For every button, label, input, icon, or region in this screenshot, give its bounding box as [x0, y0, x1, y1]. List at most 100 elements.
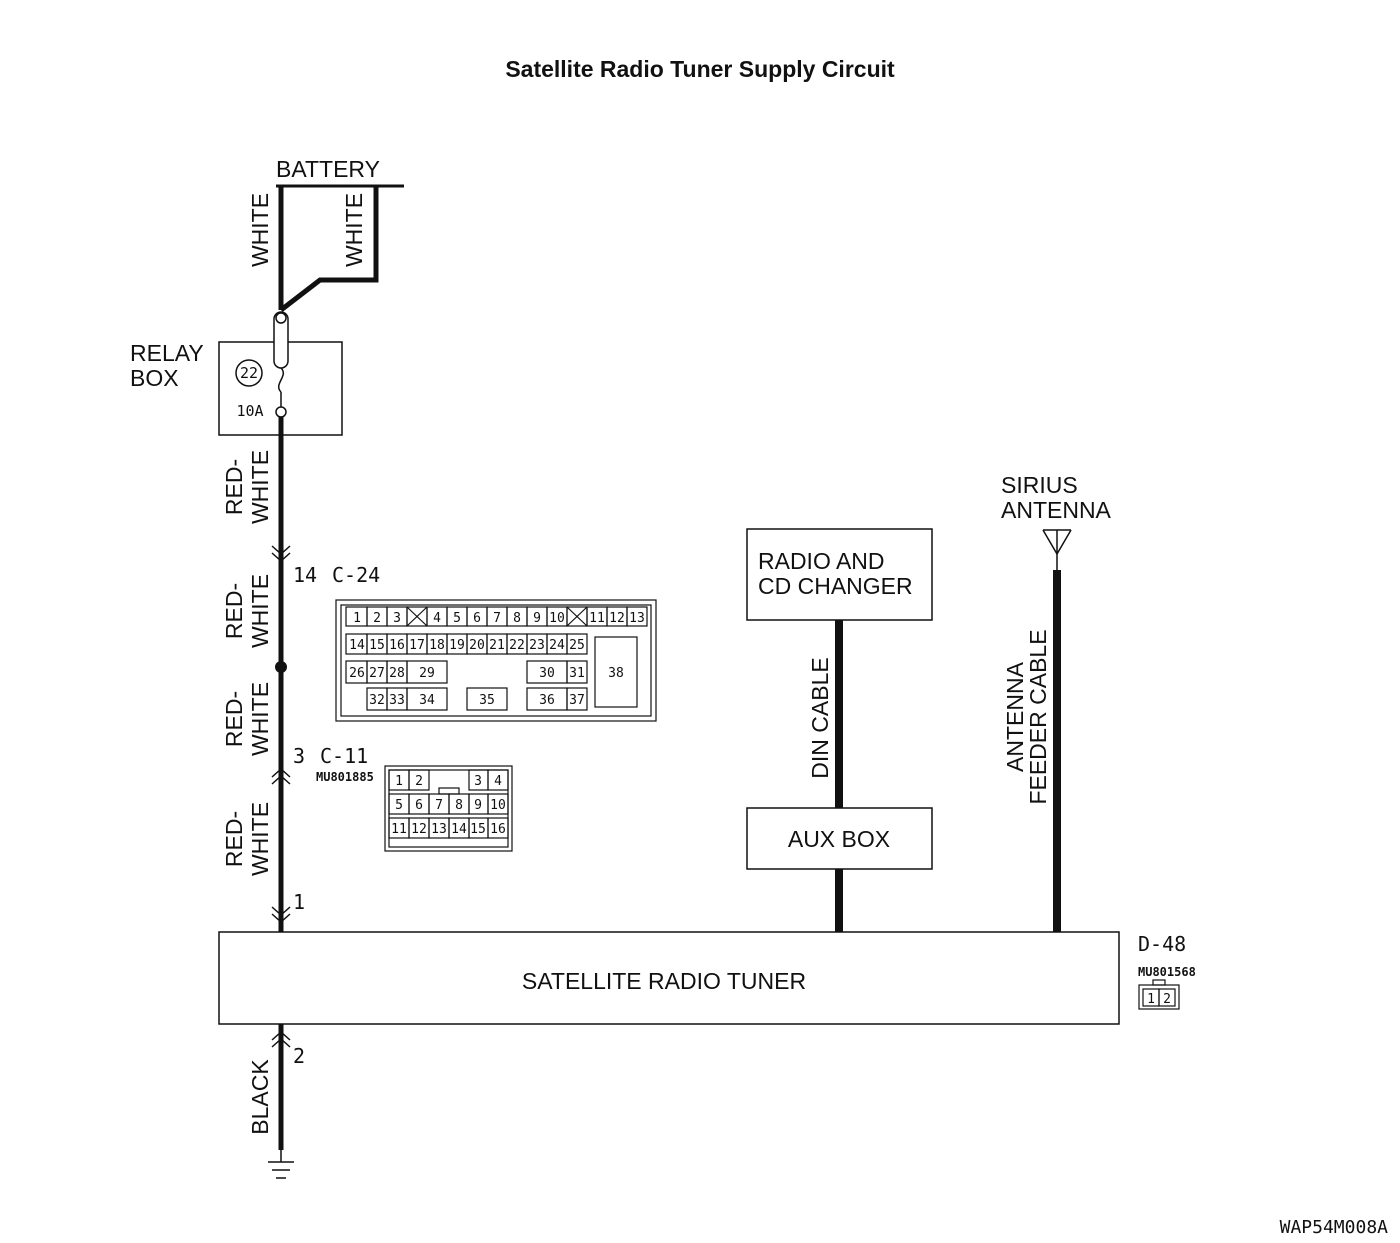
svg-text:4: 4 [433, 611, 441, 626]
wire-color-white-left: WHITE [247, 193, 273, 267]
wire-color-red-white-4: RED- WHITE [221, 802, 273, 876]
svg-text:3: 3 [393, 611, 401, 626]
svg-text:8: 8 [513, 611, 521, 626]
svg-text:WHITE: WHITE [247, 450, 273, 524]
svg-text:26: 26 [349, 666, 365, 681]
svg-text:4: 4 [494, 774, 502, 789]
svg-text:24: 24 [549, 638, 565, 653]
svg-text:10: 10 [549, 611, 565, 626]
svg-text:2: 2 [415, 774, 423, 789]
svg-text:RED-: RED- [221, 811, 247, 867]
white-wire-right [279, 186, 379, 312]
svg-text:17: 17 [409, 638, 425, 653]
svg-text:33: 33 [389, 693, 405, 708]
radio-cd-changer-label-line2: CD CHANGER [758, 573, 913, 599]
svg-text:37: 37 [569, 693, 585, 708]
diagram-title: Satellite Radio Tuner Supply Circuit [505, 56, 895, 82]
fuse-rating: 10A [236, 402, 263, 420]
connector-c11-pin: 3 [293, 744, 305, 768]
svg-text:28: 28 [389, 666, 405, 681]
svg-text:11: 11 [589, 611, 605, 626]
connector-d48-name: D-48 [1138, 932, 1186, 956]
wire-color-white-right: WHITE [341, 193, 367, 267]
connector-d48-part-number: MU801568 [1138, 965, 1196, 979]
svg-text:WHITE: WHITE [247, 802, 273, 876]
wire-color-black: BLACK [247, 1059, 273, 1135]
svg-text:30: 30 [539, 666, 555, 681]
relay-box-label-line1: RELAY [130, 340, 204, 366]
svg-text:13: 13 [629, 611, 645, 626]
tuner-pin-1: 1 [293, 890, 305, 914]
svg-text:9: 9 [533, 611, 541, 626]
svg-text:14: 14 [349, 638, 365, 653]
svg-text:WHITE: WHITE [247, 682, 273, 756]
sirius-antenna-label-line1: SIRIUS [1001, 472, 1078, 498]
svg-text:35: 35 [479, 693, 495, 708]
svg-text:36: 36 [539, 693, 555, 708]
svg-text:11: 11 [391, 822, 407, 837]
svg-text:29: 29 [419, 666, 435, 681]
svg-text:19: 19 [449, 638, 465, 653]
svg-text:9: 9 [474, 798, 482, 813]
svg-text:18: 18 [429, 638, 445, 653]
svg-text:21: 21 [489, 638, 505, 653]
figure-code: WAP54M008A [1280, 1217, 1389, 1238]
antenna-feeder-label-line1: ANTENNA [1002, 661, 1028, 772]
radio-cd-changer-label-line1: RADIO AND [758, 548, 885, 574]
svg-text:7: 7 [435, 798, 443, 813]
svg-text:13: 13 [431, 822, 447, 837]
svg-text:6: 6 [473, 611, 481, 626]
ground-symbol [268, 1150, 294, 1179]
svg-text:34: 34 [419, 693, 435, 708]
connector-c24-face [335, 599, 657, 722]
connector-c11-name: C-11 [320, 744, 368, 768]
svg-text:15: 15 [369, 638, 385, 653]
svg-text:25: 25 [569, 638, 585, 653]
fuse-symbol [273, 311, 289, 418]
svg-text:5: 5 [453, 611, 461, 626]
svg-text:1: 1 [353, 611, 361, 626]
svg-text:WHITE: WHITE [247, 574, 273, 648]
fuse-number: 22 [240, 364, 258, 382]
svg-text:16: 16 [389, 638, 405, 653]
svg-text:14: 14 [451, 822, 467, 837]
connector-d48-pin-1: 1 [1147, 992, 1155, 1007]
svg-text:7: 7 [493, 611, 501, 626]
wire-color-red-white-1: RED- WHITE [221, 450, 273, 524]
svg-text:23: 23 [529, 638, 545, 653]
connector-c24-pin: 14 [293, 563, 317, 587]
svg-text:38: 38 [608, 666, 624, 681]
connector-c24-pin-labels: 1 2 3 4 5 6 7 8 9 10 11 12 13 14 15 16 1… [349, 611, 645, 708]
svg-text:27: 27 [369, 666, 385, 681]
connector-c11-pin-labels: 1 2 3 4 5 6 7 8 9 10 11 12 13 14 15 16 [391, 774, 506, 837]
connector-d48-pin-2: 2 [1163, 992, 1171, 1007]
svg-text:RED-: RED- [221, 691, 247, 747]
svg-text:16: 16 [490, 822, 506, 837]
svg-text:RED-: RED- [221, 583, 247, 639]
satellite-radio-tuner-box [218, 931, 1120, 1025]
svg-text:2: 2 [373, 611, 381, 626]
svg-text:15: 15 [470, 822, 486, 837]
satellite-radio-tuner-label: SATELLITE RADIO TUNER [522, 968, 806, 994]
connector-c24-name: C-24 [332, 563, 380, 587]
aux-box-label: AUX BOX [788, 826, 890, 852]
svg-text:12: 12 [609, 611, 625, 626]
connector-c11-chevron [271, 767, 291, 785]
din-cable-label: DIN CABLE [807, 657, 833, 778]
connector-c11-part-number: MU801885 [316, 770, 374, 784]
svg-text:5: 5 [395, 798, 403, 813]
svg-text:8: 8 [455, 798, 463, 813]
splice-point [275, 661, 287, 673]
tuner-pin-2: 2 [293, 1044, 305, 1068]
svg-text:RED-: RED- [221, 459, 247, 515]
fuse-number-circle [235, 359, 263, 387]
antenna-feeder-label-line2: FEEDER CABLE [1025, 629, 1051, 804]
svg-text:3: 3 [474, 774, 482, 789]
tuner-pin1-chevron [271, 906, 291, 924]
svg-text:22: 22 [509, 638, 525, 653]
svg-text:20: 20 [469, 638, 485, 653]
svg-text:1: 1 [395, 774, 403, 789]
wire-color-red-white-2: RED- WHITE [221, 574, 273, 648]
svg-text:31: 31 [569, 666, 585, 681]
